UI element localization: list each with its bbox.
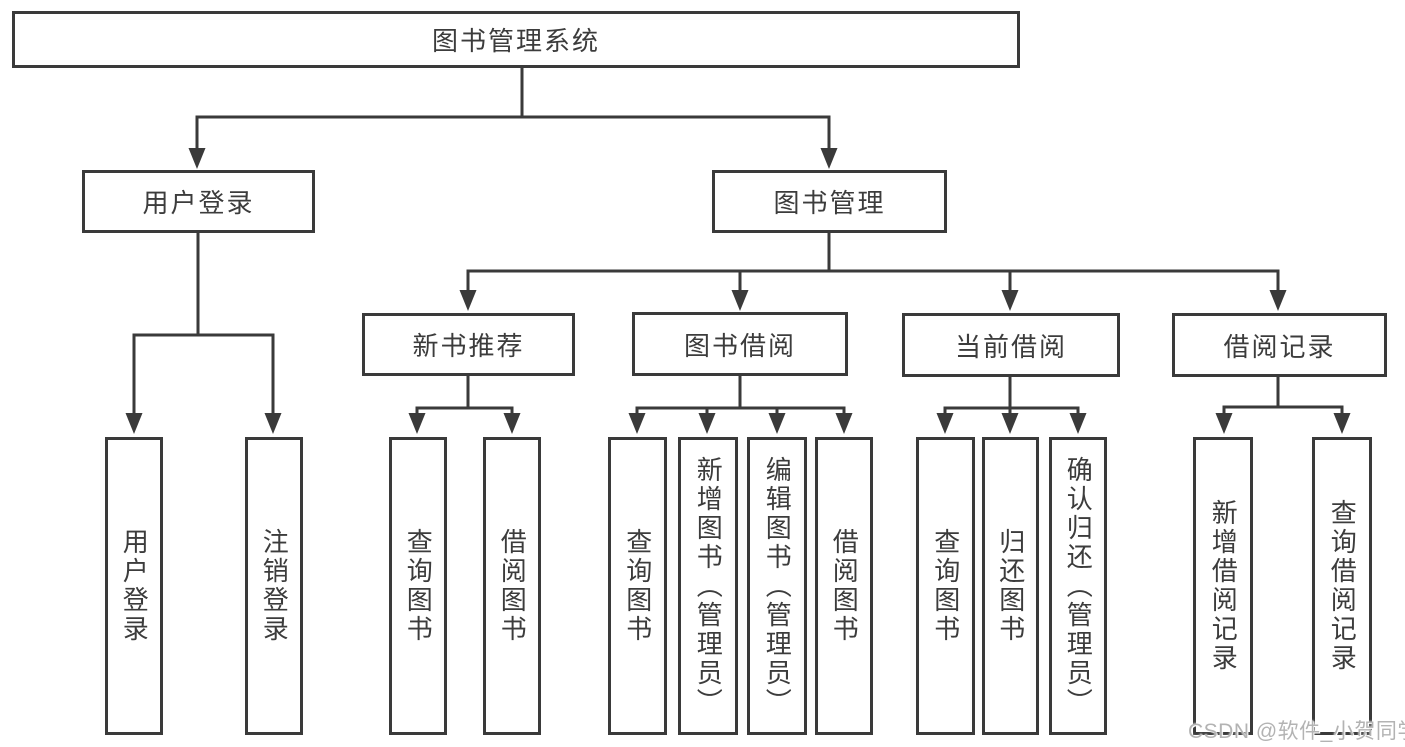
leaf-add-borrow-record: 新增借阅记录 <box>1193 437 1253 735</box>
node-label: 图书管理系统 <box>431 26 600 56</box>
node-label: 图书管理 <box>773 188 886 218</box>
leaf-query-books-borrowing: 查询图书 <box>608 437 667 735</box>
arrowhead-icon <box>628 413 646 434</box>
leaf-borrow-books-borrowing: 借阅图书 <box>815 437 873 735</box>
leaf-label: 编辑图书（管理员） <box>762 455 793 717</box>
leaf-label: 归还图书 <box>995 528 1026 644</box>
leaf-query-borrow-record: 查询借阅记录 <box>1312 437 1372 735</box>
node-new-book-recommend: 新书推荐 <box>362 313 575 376</box>
leaf-label: 查询图书 <box>930 528 961 644</box>
leaf-logout: 注销登录 <box>245 437 303 735</box>
arrowhead-icon <box>1001 413 1019 434</box>
leaf-confirm-return-admin: 确认归还（管理员） <box>1049 437 1107 735</box>
node-label: 图书借阅 <box>683 330 796 361</box>
leaf-edit-books-admin: 编辑图书（管理员） <box>747 437 807 735</box>
node-book-borrowing: 图书借阅 <box>632 312 848 376</box>
watermark: CSDN @软件_小贺同学 <box>1188 720 1405 743</box>
leaf-label: 借阅图书 <box>829 528 860 644</box>
arrowhead-icon <box>936 413 954 434</box>
connector-segments <box>132 68 1344 416</box>
arrowhead-icon <box>1333 413 1351 434</box>
node-label: 用户登录 <box>142 188 255 218</box>
arrowhead-icon <box>459 290 477 311</box>
leaf-query-books-current: 查询图书 <box>916 437 975 735</box>
arrowhead-icons <box>125 148 1351 434</box>
node-user-login: 用户登录 <box>82 170 315 233</box>
arrowhead-icon <box>264 413 282 434</box>
arrowhead-icon <box>1069 413 1087 434</box>
leaf-label: 借阅图书 <box>497 528 528 644</box>
arrowhead-icon <box>820 148 838 169</box>
arrowhead-icon <box>1269 290 1287 311</box>
leaf-borrow-books-recommend: 借阅图书 <box>483 437 541 735</box>
arrowhead-icon <box>408 413 426 434</box>
leaf-label: 确认归还（管理员） <box>1063 455 1094 717</box>
arrowhead-icon <box>188 148 206 169</box>
arrowhead-icon <box>503 413 521 434</box>
leaf-label: 查询借阅记录 <box>1327 499 1358 673</box>
leaf-label: 查询图书 <box>403 528 434 644</box>
node-label: 当前借阅 <box>954 331 1067 362</box>
leaf-label: 用户登录 <box>119 528 150 644</box>
node-label: 新书推荐 <box>412 331 525 361</box>
leaf-user-login: 用户登录 <box>105 437 163 735</box>
leaf-query-books-recommend: 查询图书 <box>389 437 447 735</box>
leaf-label: 新增借阅记录 <box>1208 499 1239 673</box>
arrowhead-icon <box>125 413 143 434</box>
leaf-add-books-admin: 新增图书（管理员） <box>678 437 738 735</box>
leaf-return-books: 归还图书 <box>982 437 1039 735</box>
node-current-borrowing: 当前借阅 <box>902 313 1120 377</box>
arrowhead-icon <box>698 413 716 434</box>
arrowhead-icon <box>835 413 853 434</box>
node-root-system: 图书管理系统 <box>12 11 1020 68</box>
node-label: 借阅记录 <box>1223 331 1336 362</box>
arrowhead-icon <box>731 290 749 311</box>
leaf-label: 注销登录 <box>259 528 290 644</box>
arrowhead-icon <box>1001 290 1019 311</box>
arrowhead-icon <box>1215 413 1233 434</box>
node-borrowing-records: 借阅记录 <box>1172 313 1387 377</box>
leaf-label: 新增图书（管理员） <box>693 455 724 717</box>
node-book-management: 图书管理 <box>712 170 947 233</box>
arrowhead-icon <box>768 413 786 434</box>
leaf-label: 查询图书 <box>622 528 653 644</box>
